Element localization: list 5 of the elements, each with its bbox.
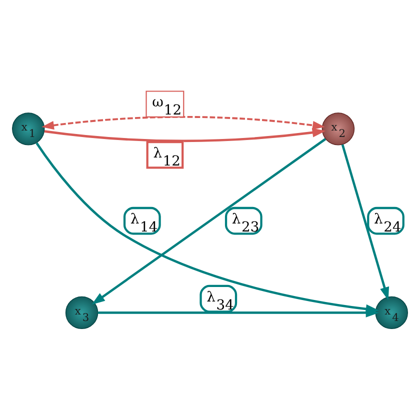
- arrow: [44, 128, 326, 142]
- arrow: [42, 116, 326, 130]
- arrow: [92, 138, 326, 305]
- arrow: [341, 144, 390, 300]
- arrow: [98, 308, 380, 318]
